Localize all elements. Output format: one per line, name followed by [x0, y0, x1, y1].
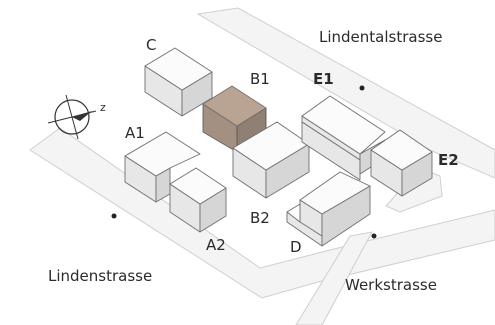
building-e2[interactable] — [370, 129, 433, 197]
dot-werkstrasse — [371, 233, 377, 239]
label-lindentalstrasse: Lindentalstrasse — [319, 28, 442, 46]
building-c[interactable] — [144, 47, 213, 117]
label-werkstrasse: Werkstrasse — [345, 276, 437, 294]
building-a2[interactable] — [169, 167, 227, 233]
label-building-b1: B1 — [250, 70, 270, 88]
label-building-e2: E2 — [438, 151, 459, 169]
label-building-a1: A1 — [125, 124, 145, 142]
compass-icon: z — [47, 94, 106, 140]
building-d[interactable] — [286, 171, 371, 247]
label-building-a2: A2 — [206, 236, 226, 254]
label-building-e1: E1 — [313, 70, 334, 88]
building-e1[interactable] — [301, 95, 386, 181]
dot-lindentalstrasse — [359, 85, 365, 91]
label-building-c: C — [146, 36, 156, 54]
label-lindenstrasse: Lindenstrasse — [48, 267, 152, 285]
compass-label: z — [100, 101, 106, 114]
label-building-d: D — [290, 238, 302, 256]
road-lindentalstrasse — [196, 7, 495, 179]
label-building-b2: B2 — [250, 209, 270, 227]
building-b2[interactable] — [232, 121, 310, 199]
road-werkstrasse — [295, 231, 373, 325]
dot-lindenstrasse — [111, 213, 117, 219]
